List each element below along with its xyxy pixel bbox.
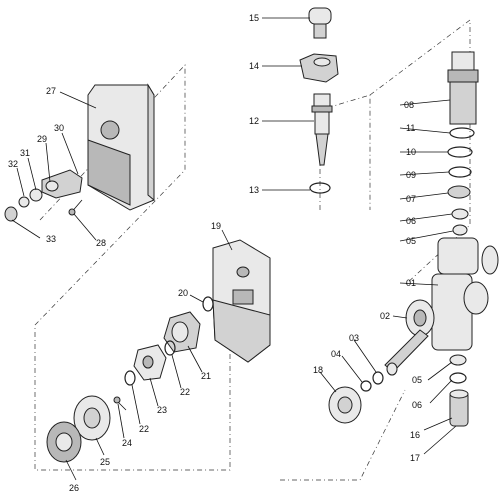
part-05-washer-a <box>452 224 468 236</box>
part-20-oring <box>202 296 214 312</box>
callout-04: 04 <box>331 349 341 359</box>
part-15-knob <box>308 7 332 39</box>
callout-01: 01 <box>406 278 416 288</box>
callout-21: 21 <box>201 371 211 381</box>
callout-07: 07 <box>406 194 416 204</box>
part-14-nut <box>299 53 339 83</box>
callout-labels: 15 14 12 13 27 30 29 31 32 33 28 08 11 1… <box>8 13 422 493</box>
callout-08: 08 <box>404 100 414 110</box>
part-06-washer-a <box>451 208 469 220</box>
part-10-oring <box>447 146 473 158</box>
callout-27: 27 <box>46 86 56 96</box>
part-19-bracket <box>212 239 271 363</box>
callout-19: 19 <box>211 221 221 231</box>
callout-14: 14 <box>249 61 259 71</box>
callout-09: 09 <box>406 170 416 180</box>
part-27-cover <box>87 83 155 211</box>
part-02-spindle <box>384 329 429 376</box>
part-03-oring <box>372 371 384 385</box>
part-25-dial <box>73 395 111 441</box>
callout-03: 03 <box>349 333 359 343</box>
callout-28: 28 <box>96 238 106 248</box>
callout-13: 13 <box>249 185 259 195</box>
callout-25: 25 <box>100 457 110 467</box>
part-11-oring <box>449 127 475 139</box>
callout-32: 32 <box>8 159 18 169</box>
callout-22-right: 22 <box>180 387 190 397</box>
part-21-nut <box>163 311 201 353</box>
part-09-oring <box>448 166 472 178</box>
callout-22-left: 22 <box>139 424 149 434</box>
callout-15: 15 <box>249 13 259 23</box>
part-26-knob <box>46 421 82 463</box>
part-28-screw <box>68 199 83 216</box>
callout-20: 20 <box>178 288 188 298</box>
part-08-cartridge <box>447 51 479 125</box>
callout-33: 33 <box>46 234 56 244</box>
callout-23: 23 <box>157 405 167 415</box>
part-05-washer-b <box>449 354 467 366</box>
callout-31: 31 <box>20 148 30 158</box>
callout-30: 30 <box>54 123 64 133</box>
callout-26: 26 <box>69 483 79 493</box>
part-24-screw <box>113 396 127 411</box>
callout-05-bottom: 05 <box>412 375 422 385</box>
callout-29: 29 <box>37 134 47 144</box>
callout-10: 10 <box>406 147 416 157</box>
part-01-valve-body <box>405 237 499 351</box>
callout-16: 16 <box>410 430 420 440</box>
part-04-oring <box>360 380 372 392</box>
part-06-washer-b <box>449 372 467 384</box>
leader-lines <box>11 17 457 481</box>
callout-06-top: 06 <box>406 216 416 226</box>
part-23-cam <box>133 344 167 381</box>
callout-18: 18 <box>313 365 323 375</box>
part-22-washer-b <box>124 370 136 386</box>
part-07-disc <box>447 185 471 199</box>
part-12-stem <box>311 93 333 166</box>
callout-24: 24 <box>122 438 132 448</box>
callout-12: 12 <box>249 116 259 126</box>
part-13-oring <box>309 182 331 194</box>
part-16-sleeve <box>449 389 469 427</box>
callout-06-bottom: 06 <box>412 400 422 410</box>
part-29-30-latch <box>41 169 83 199</box>
callout-11: 11 <box>406 123 415 133</box>
callout-17: 17 <box>410 453 420 463</box>
part-18-clip <box>328 386 362 424</box>
callout-02: 02 <box>380 311 390 321</box>
callout-05-top: 05 <box>406 236 416 246</box>
part-22-washer-a <box>164 340 176 356</box>
